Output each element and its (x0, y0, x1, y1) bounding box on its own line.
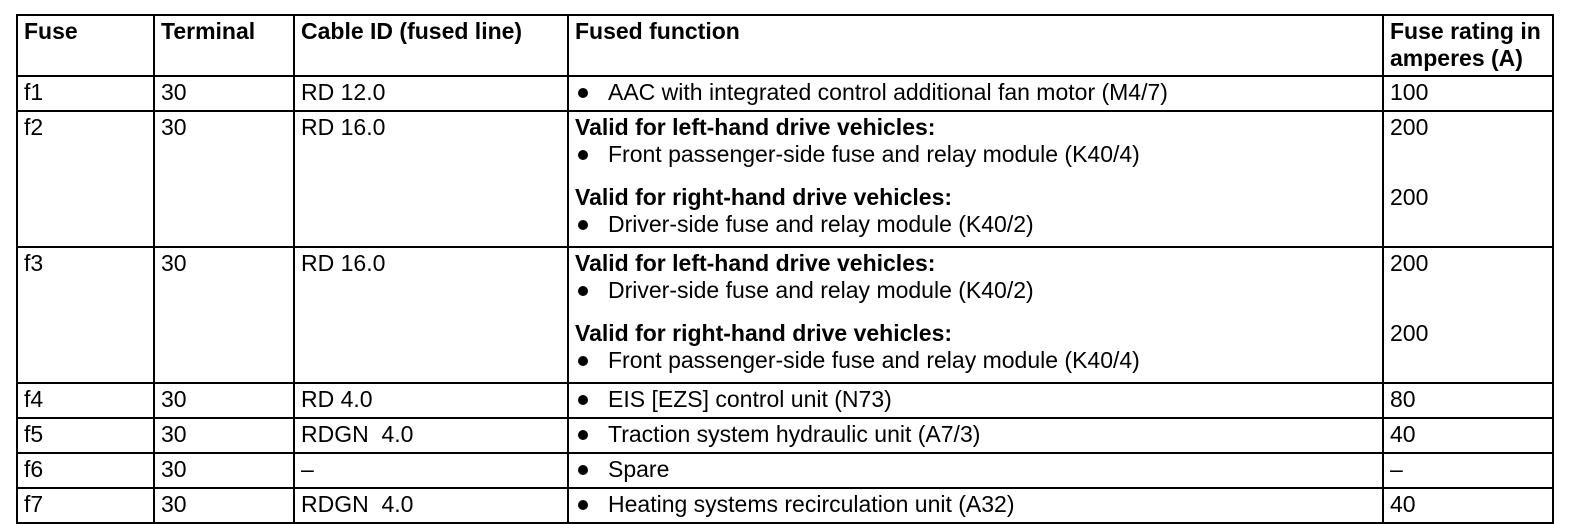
function-item: Traction system hydraulic unit (A7/3) (575, 421, 1376, 448)
fused-function-cell: Valid for right-hand drive vehicles:Driv… (567, 182, 1384, 248)
function-item-label: Spare (608, 456, 670, 482)
terminal-cell: 30 (153, 75, 295, 112)
fuse-rating-cell: 200 (1382, 246, 1554, 318)
cable-id-cell: – (293, 452, 569, 489)
column-header-terminal: Terminal (153, 14, 295, 77)
validity-heading: Valid for left-hand drive vehicles: (575, 114, 936, 140)
fuse-rating-cell: 40 (1382, 487, 1554, 524)
function-item: Spare (575, 456, 1376, 483)
bullet-icon (578, 286, 588, 296)
function-item-label: Front passenger-side fuse and relay modu… (608, 347, 1140, 373)
fuse-cell: f7 (16, 487, 155, 524)
table-subrow-f3: Valid for right-hand drive vehicles:Fron… (17, 318, 1554, 384)
bullet-icon (578, 500, 588, 510)
cable-id-cell: RDGN 4.0 (293, 487, 569, 524)
fused-function-cell: Spare (567, 452, 1384, 489)
function-item: Driver-side fuse and relay module (K40/2… (575, 211, 1376, 238)
cable-id-cell: RD 4.0 (293, 382, 569, 419)
fuse-rating-cell: – (1382, 452, 1554, 489)
fused-function-cell: Valid for left-hand drive vehicles:Front… (567, 110, 1384, 182)
function-item-label: Front passenger-side fuse and relay modu… (608, 141, 1140, 167)
function-item: Front passenger-side fuse and relay modu… (575, 141, 1376, 168)
fuse-rating-cell: 200 (1382, 182, 1554, 248)
fuse-rating-cell: 40 (1382, 417, 1554, 454)
column-header-fuse: Fuse (16, 14, 155, 77)
validity-heading: Valid for right-hand drive vehicles: (575, 320, 953, 346)
function-item-label: Driver-side fuse and relay module (K40/2… (608, 211, 1034, 237)
function-item-label: Traction system hydraulic unit (A7/3) (608, 421, 981, 447)
cable-id-cell: RD 16.0 (293, 110, 569, 248)
fuse-cell: f4 (16, 382, 155, 419)
function-item-label: AAC with integrated control additional f… (608, 79, 1168, 105)
terminal-cell: 30 (153, 452, 295, 489)
function-item: Front passenger-side fuse and relay modu… (575, 347, 1376, 374)
terminal-cell: 30 (153, 110, 295, 248)
function-item: Driver-side fuse and relay module (K40/2… (575, 277, 1376, 304)
fuse-rating-cell: 200 (1382, 110, 1554, 182)
fused-function-cell: EIS [EZS] control unit (N73) (567, 382, 1384, 419)
terminal-cell: 30 (153, 487, 295, 524)
validity-heading: Valid for right-hand drive vehicles: (575, 184, 953, 210)
function-item-label: Heating systems recirculation unit (A32) (608, 491, 1015, 517)
terminal-cell: 30 (153, 417, 295, 454)
fuse-cell: f2 (16, 110, 155, 248)
function-item: AAC with integrated control additional f… (575, 79, 1376, 106)
fuse-rating-cell: 200 (1382, 318, 1554, 384)
function-item: Heating systems recirculation unit (A32) (575, 491, 1376, 518)
fused-function-cell: Valid for left-hand drive vehicles:Drive… (567, 246, 1384, 318)
bullet-icon (578, 430, 588, 440)
fused-function-cell: AAC with integrated control additional f… (567, 75, 1384, 112)
column-header-fuse-rating-in-amperes-a: Fuse rating in amperes (A) (1382, 14, 1554, 77)
fuse-rating-cell: 80 (1382, 382, 1554, 419)
cable-id-cell: RDGN 4.0 (293, 417, 569, 454)
bullet-icon (578, 395, 588, 405)
fused-function-cell: Valid for right-hand drive vehicles:Fron… (567, 318, 1384, 384)
terminal-cell: 30 (153, 382, 295, 419)
column-header-cable-id-fused-line: Cable ID (fused line) (293, 14, 569, 77)
bullet-icon (578, 88, 588, 98)
table-subrow-f2: Valid for right-hand drive vehicles:Driv… (17, 182, 1554, 248)
terminal-cell: 30 (153, 246, 295, 384)
cable-id-cell: RD 16.0 (293, 246, 569, 384)
bullet-icon (578, 465, 588, 475)
bullet-icon (578, 356, 588, 366)
fuse-cell: f6 (16, 452, 155, 489)
fuse-rating-cell: 100 (1382, 75, 1554, 112)
bullet-icon (578, 150, 588, 160)
fuse-cell: f1 (16, 75, 155, 112)
function-item: EIS [EZS] control unit (N73) (575, 386, 1376, 413)
bullet-icon (578, 220, 588, 230)
column-header-fused-function: Fused function (567, 14, 1384, 77)
function-item-label: Driver-side fuse and relay module (K40/2… (608, 277, 1034, 303)
cable-id-cell: RD 12.0 (293, 75, 569, 112)
fuse-cell: f5 (16, 417, 155, 454)
fuse-cell: f3 (16, 246, 155, 384)
fused-function-cell: Heating systems recirculation unit (A32) (567, 487, 1384, 524)
function-item-label: EIS [EZS] control unit (N73) (608, 386, 892, 412)
validity-heading: Valid for left-hand drive vehicles: (575, 250, 936, 276)
fused-function-cell: Traction system hydraulic unit (A7/3) (567, 417, 1384, 454)
